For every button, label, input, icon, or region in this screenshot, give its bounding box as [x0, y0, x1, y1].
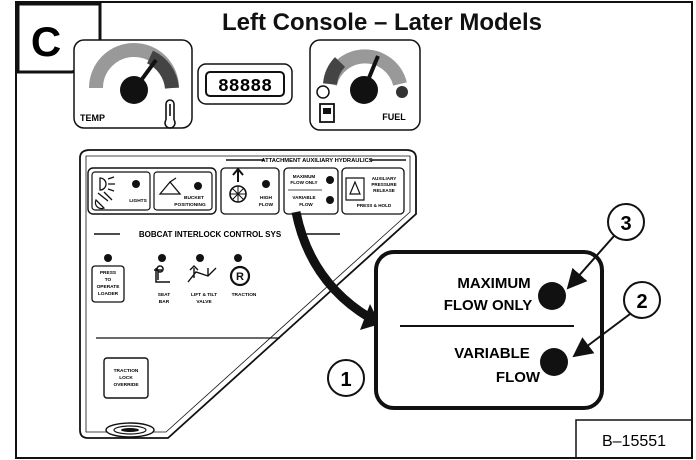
seat-bar-icon	[154, 265, 170, 283]
callout-1-label: 1	[340, 369, 351, 391]
lift-tilt-valve-indicator: LIFT & TILT VALVE	[187, 254, 217, 305]
figure-code-box: B–15551	[575, 419, 692, 458]
svg-text:R: R	[236, 271, 244, 283]
variable-small-2: FLOW	[299, 202, 313, 207]
hourmeter-display: 88888	[218, 77, 272, 97]
variable-flow-line2: FLOW	[496, 369, 541, 386]
hydraulics-header: ATTACHMENT AUXILIARY HYDRAULICS	[261, 158, 372, 164]
lights-label: LIGHTS	[129, 198, 147, 204]
flow-detail-box: MAXIMUM FLOW ONLY VARIABLE FLOW	[374, 250, 604, 410]
pressure-release-icon	[345, 177, 365, 201]
hourmeter: 88888	[197, 63, 293, 105]
panel-letter: C	[31, 18, 61, 65]
detail-pointer-arrow	[291, 211, 373, 322]
figure-code: B–15551	[602, 433, 666, 450]
key-switch	[105, 422, 155, 438]
bucket-label-1: BUCKET	[184, 195, 204, 201]
max-flow-small-2: FLOW ONLY	[290, 180, 317, 185]
press-to-operate-4: LOADER	[98, 291, 119, 297]
traction-label: TRACTION	[232, 292, 257, 298]
fuel-indicator-lamp	[396, 86, 408, 98]
callout-3-label: 3	[620, 213, 631, 235]
callout-2: 2	[572, 281, 661, 358]
high-flow-label-1: HIGH	[260, 195, 273, 201]
temp-label: TEMP	[80, 113, 105, 123]
max-flow-line1: MAXIMUM	[457, 275, 530, 292]
press-hold-label: PRESS & HOLD	[357, 203, 392, 208]
work-light-rear-icon	[94, 191, 113, 210]
bucket-positioning-switch: BUCKET POSITIONING	[153, 171, 213, 211]
interlock-header: BOBCAT INTERLOCK CONTROL SYS	[139, 230, 282, 239]
callout-1: 1	[327, 359, 365, 397]
press-to-operate-1: PRESS	[100, 270, 117, 276]
press-to-operate-3: OPERATE	[97, 284, 121, 290]
max-flow-line2: FLOW ONLY	[444, 297, 533, 314]
max-flow-indicator-lamp	[538, 282, 566, 310]
aux-pressure-2: PRESSURE	[371, 182, 396, 187]
variable-small-1: VARIABLE	[292, 195, 315, 200]
aux-pressure-release-switch: AUXILIARY PRESSURE RELEASE PRESS & HOLD	[341, 167, 405, 215]
seat-bar-1: SEAT	[158, 292, 171, 298]
aux-pressure-1: AUXILIARY	[372, 176, 397, 181]
fuel-label: FUEL	[382, 112, 406, 122]
flow-mode-switch: MAXIMUM FLOW ONLY VARIABLE FLOW	[283, 167, 339, 215]
aux-pressure-3: RELEASE	[373, 188, 395, 193]
lift-tilt-icon	[187, 265, 217, 283]
control-panel: ATTACHMENT AUXILIARY HYDRAULICS LIGHTS B…	[79, 149, 417, 439]
high-flow-switch: HIGH FLOW	[220, 167, 280, 215]
high-flow-icon	[232, 167, 244, 182]
traction-indicator: R TRACTION	[229, 254, 257, 298]
variable-flow-indicator-lamp	[540, 348, 568, 376]
seat-bar-2: BAR	[159, 299, 170, 305]
thermometer-icon	[164, 99, 176, 129]
temp-gauge: TEMP	[73, 39, 193, 129]
fuel-pump-icon	[319, 103, 335, 123]
max-flow-small-1: MAXIMUM	[293, 174, 316, 179]
traction-lock-icon: R	[229, 265, 251, 287]
traction-lock-1: TRACTION	[114, 368, 139, 374]
press-to-operate-button: PRESS TO OPERATE LOADER	[91, 254, 125, 303]
lights-switch: LIGHTS	[91, 171, 151, 211]
figure-title: Left Console – Later Models	[222, 9, 542, 36]
traction-lock-3: OVERRIDE	[113, 382, 139, 388]
lift-tilt-2: VALVE	[196, 299, 212, 305]
lift-tilt-1: LIFT & TILT	[191, 292, 217, 298]
work-light-front-icon	[99, 176, 115, 192]
high-flow-label-2: FLOW	[259, 202, 274, 208]
variable-flow-line1: VARIABLE	[454, 345, 530, 362]
callout-3: 3	[566, 203, 645, 290]
callout-2-label: 2	[636, 291, 647, 313]
traction-lock-2: LOCK	[119, 375, 133, 381]
fuel-gauge: FUEL	[309, 39, 421, 131]
press-to-operate-2: TO	[105, 277, 112, 283]
bucket-icon	[158, 177, 182, 195]
seat-bar-indicator: SEAT BAR	[154, 254, 170, 305]
bucket-label-2: POSITIONING	[174, 202, 206, 208]
fuel-warning-lamp	[316, 85, 330, 99]
traction-lock-override-button: TRACTION LOCK OVERRIDE	[103, 357, 149, 399]
